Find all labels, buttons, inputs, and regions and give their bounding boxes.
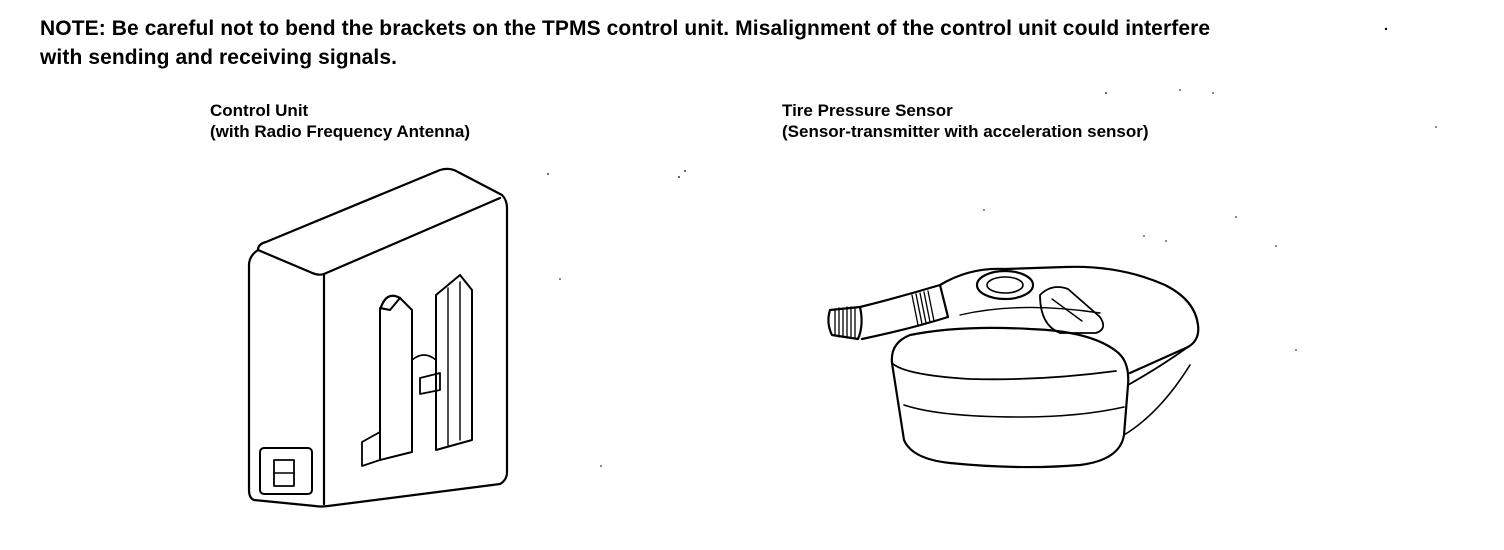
valve-hub-inner [986,276,1024,294]
control-unit-title: Control Unit [210,101,309,120]
note-line-2: with sending and receiving signals. [40,46,398,69]
sensor-housing-body [890,326,1130,469]
control-unit-subtitle: (with Radio Frequency Antenna) [210,122,471,141]
right-bracket [435,274,473,451]
valve-cap [827,305,863,341]
sensor-right-flank-lower [1123,364,1191,436]
sensor-housing-top [938,265,1200,375]
control-unit-outline [247,167,509,508]
left-bracket-inner [378,294,402,312]
sensor-window-inner [1051,298,1083,322]
valve-stem [858,283,950,341]
tire-pressure-sensor-subtitle: (Sensor-transmitter with acceleration se… [782,122,1149,141]
connector [259,447,313,495]
tire-pressure-sensor-caption: Tire Pressure Sensor (Sensor-transmitter… [782,100,1149,142]
bracket-bridge [411,354,437,361]
note-line-1: NOTE: Be careful not to bend the bracket… [40,17,1211,40]
bracket-tab [419,372,441,395]
control-unit-caption: Control Unit (with Radio Frequency Anten… [210,100,470,142]
sensor-right-flank [1127,346,1189,386]
left-bracket-base [361,431,381,467]
control-unit-top-edge [256,248,326,276]
control-unit-top-front-edge [322,196,502,276]
sensor-housing-body-edge [891,362,1117,381]
valve-hub [975,269,1035,301]
sensor-top-ridge [959,306,1101,316]
control-unit-illustration [247,167,509,508]
valve-stem-bands [911,290,935,326]
tire-pressure-sensor-title: Tire Pressure Sensor [782,101,953,120]
sensor-window [1039,286,1105,334]
sensor-housing-base-band [903,404,1125,418]
tire-pressure-sensor-illustration [827,265,1200,469]
valve-cap-ridges [834,306,856,339]
note-text: NOTE: Be careful not to bend the bracket… [40,14,1420,72]
